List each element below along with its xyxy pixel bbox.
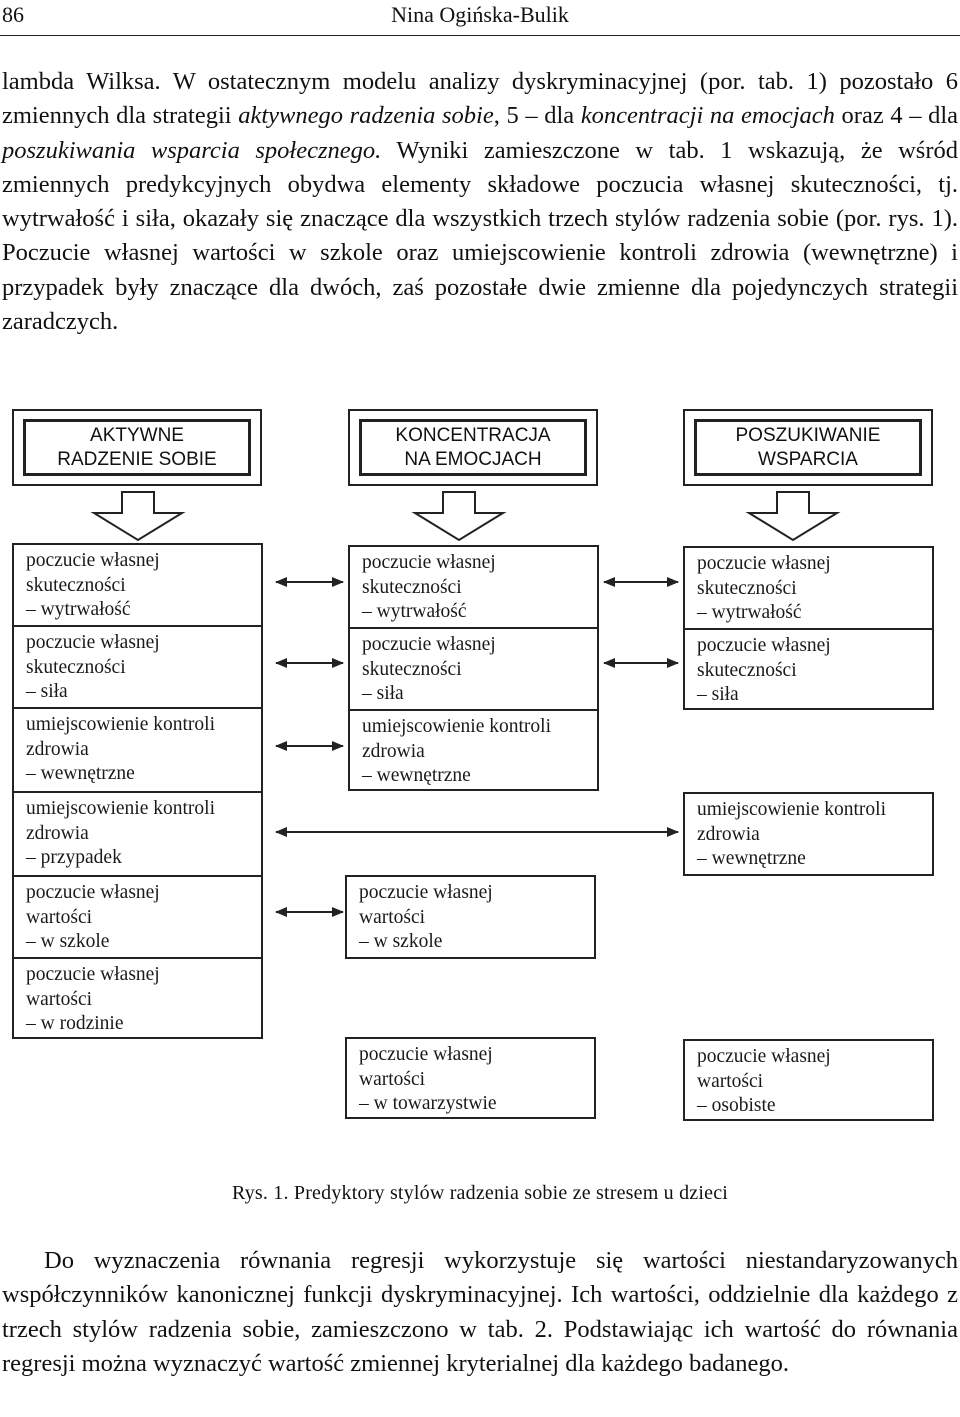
paragraph-1: lambda Wilksa. W ostatecznym modelu anal… bbox=[2, 68, 959, 336]
paragraph-2: Do wyznaczenia równania regresji wykorzy… bbox=[2, 1247, 958, 1377]
down-arrow-3 bbox=[745, 491, 841, 542]
figure-caption: Rys. 1. Predyktory stylów radzenia sobie… bbox=[231, 1182, 729, 1204]
page-number: 86 bbox=[2, 2, 24, 27]
running-head: Nina Ogińska-Bulik bbox=[391, 2, 569, 27]
down-arrow-2 bbox=[411, 491, 507, 542]
page-header: 86 Nina Ogińska-Bulik bbox=[0, 0, 960, 36]
down-arrow-1 bbox=[90, 491, 186, 542]
diagram-connectors bbox=[90, 491, 841, 917]
